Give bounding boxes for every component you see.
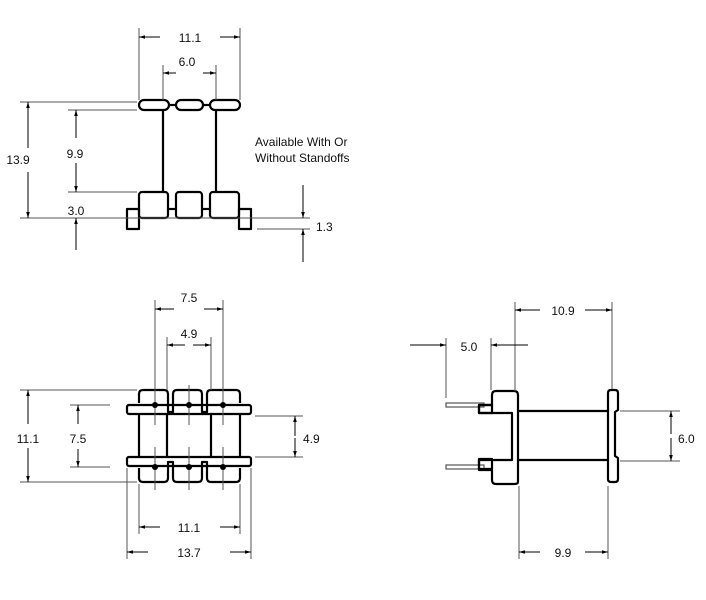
pin-dot [152,402,158,408]
dim-bottom-outer-pin-span: 7.5 [181,291,198,305]
lower-comb [137,460,242,484]
dim-side-core-diameter: 6.0 [678,432,695,446]
side-pin-lower [445,464,485,470]
bottom-view: 7.5 4.9 11.1 7.5 4.9 11.1 [17,291,320,560]
pin-dot [186,464,192,470]
standoff-left [125,207,141,231]
dim-side-overall-length: 10.9 [551,304,575,318]
dim-front-overall-width: 11.1 [179,31,202,45]
dim-side-pin-offset: 5.0 [461,340,478,354]
base-block-center [174,190,204,220]
pin-dot [152,464,158,470]
top-pad-center [174,98,205,112]
note-line-1: Available With Or [255,135,347,149]
side-view: 10.9 5.0 6.0 9.9 [410,302,695,560]
note-line-2: Without Standoffs [255,151,350,165]
dim-front-pin-spacing: 6.0 [179,55,196,69]
dim-bottom-body-width: 11.1 [178,521,201,535]
base-block-left [137,190,170,220]
front-view: 11.1 6.0 13.9 9.9 3.0 1.3 Available With… [6,28,350,262]
dim-bottom-inner-span: 4.9 [181,327,198,341]
dim-front-flange-spacing: 9.9 [67,147,84,161]
dim-bottom-overall-depth: 11.1 [17,432,40,446]
dim-front-standoff-height: 1.3 [316,220,333,234]
pin-dot [220,402,226,408]
left-flange [477,389,520,486]
standoff-right [237,207,253,231]
dim-front-overall-height: 13.9 [6,153,30,167]
dim-side-flange-spacing: 9.9 [555,546,572,560]
dim-front-base-height: 3.0 [68,204,85,218]
top-pad-left [137,98,171,112]
upper-comb [137,388,242,414]
pin-dot [220,464,226,470]
right-flange [606,388,620,484]
dim-bottom-overall-width: 13.7 [177,546,201,560]
top-pad-right [208,98,242,112]
dim-bottom-core-width: 4.9 [303,432,320,446]
base-block-right [208,190,241,220]
dim-bottom-row-spacing: 7.5 [70,432,87,446]
pin-dot [186,402,192,408]
